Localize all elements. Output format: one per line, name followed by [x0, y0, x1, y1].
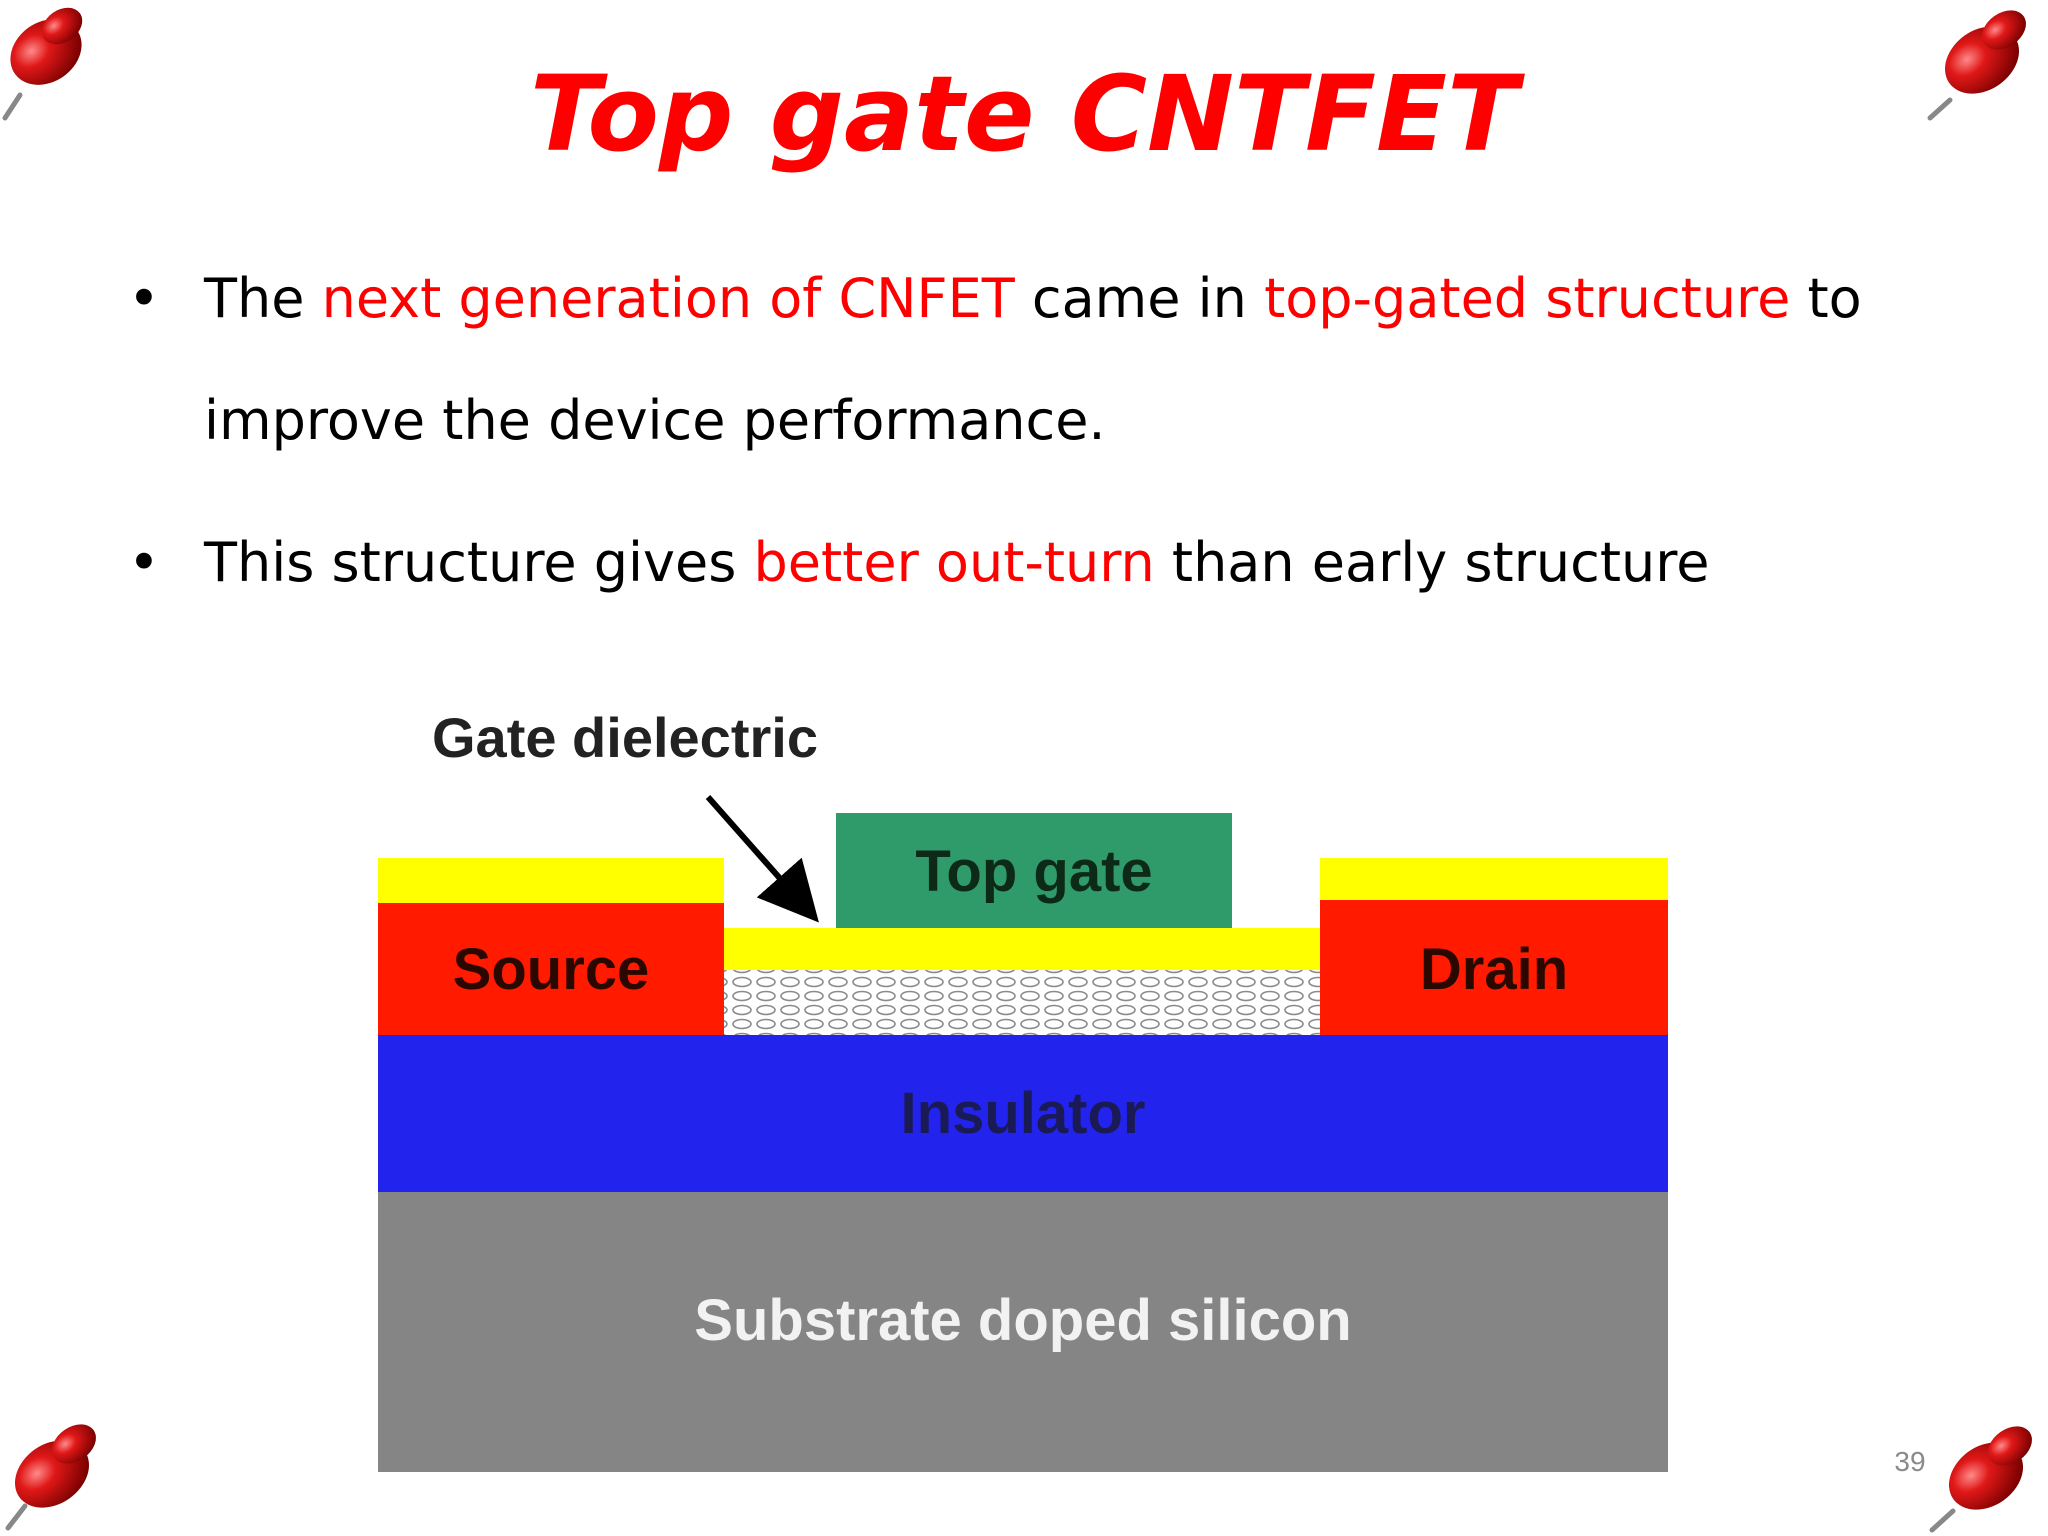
gate-dielectric-layer: [724, 928, 1320, 970]
bullet-text: The next generation of CNFET came in top…: [204, 267, 1862, 452]
gate-dielectric-label: Gate dielectric: [432, 706, 818, 769]
text-segment: came in: [1014, 267, 1265, 330]
text-segment: to improve the device performance.: [204, 267, 1862, 452]
page-number: 39: [1894, 1446, 1926, 1477]
text-segment: than early structure: [1154, 531, 1710, 594]
bullet-marker: •: [128, 531, 160, 594]
drain-label: Drain: [1420, 937, 1568, 1002]
bullet-text: This structure gives better out-turn tha…: [204, 531, 1709, 594]
highlighted-text: next generation of CNFET: [321, 267, 1015, 330]
insulator-layer: [378, 1035, 1668, 1192]
gate-dielectric-arrow: [705, 795, 819, 923]
nanotube-channel: [724, 970, 1320, 1035]
substrate-layer: [378, 1192, 1668, 1472]
pushpin-icon: [1927, 10, 2026, 121]
bullet-list: • The next generation of CNFET came in t…: [116, 238, 1936, 644]
bullet-item: • The next generation of CNFET came in t…: [116, 238, 1936, 482]
text-segment: The: [204, 267, 322, 330]
insulator-label: Insulator: [901, 1081, 1146, 1146]
source-dielectric: [378, 858, 724, 903]
bullet-marker: •: [128, 267, 160, 330]
pushpin-icon: [5, 1424, 96, 1531]
drain-dielectric: [1320, 858, 1668, 900]
top-gate-label: Top gate: [915, 839, 1152, 904]
source-region: [378, 903, 724, 1035]
drain-region: [1320, 900, 1668, 1035]
highlighted-text: top-gated structure: [1264, 267, 1791, 330]
pushpin-icon: [2, 7, 83, 121]
slide-title: Top gate CNTFET: [529, 53, 1519, 175]
top-gate: [836, 813, 1232, 928]
bullet-item: • This structure gives better out-turn t…: [116, 502, 1936, 624]
substrate-label: Substrate doped silicon: [694, 1288, 1351, 1353]
text-segment: This structure gives: [204, 531, 754, 594]
source-label: Source: [453, 937, 650, 1002]
highlighted-text: better out-turn: [753, 531, 1155, 594]
pushpin-icon: [1929, 1426, 2032, 1533]
cntfet-diagram: Substrate doped silicon Insulator Source…: [378, 706, 1668, 1472]
